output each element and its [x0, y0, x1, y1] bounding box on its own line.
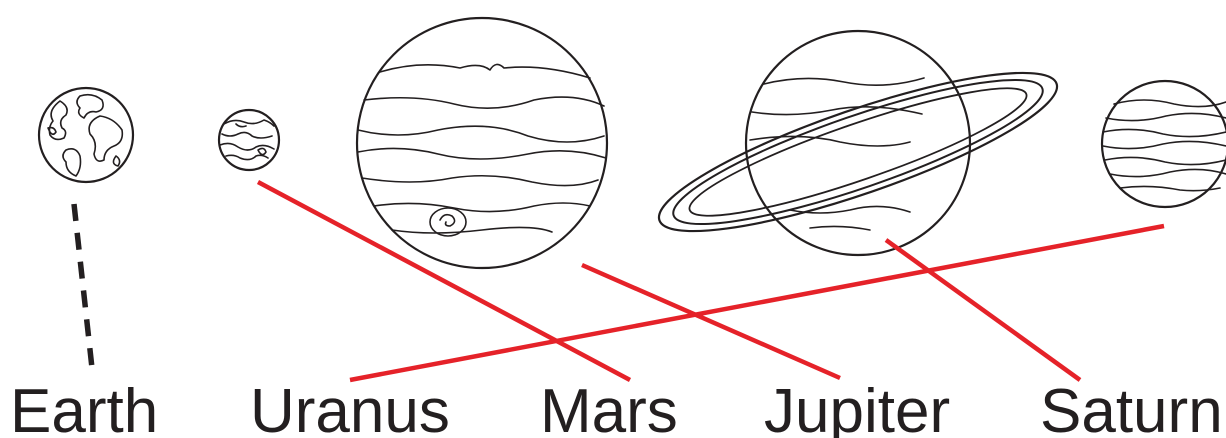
label-jupiter: Jupiter [764, 377, 950, 438]
label-earth: Earth [10, 377, 158, 438]
earth-dashed-connector [74, 204, 92, 368]
label-uranus: Uranus [250, 377, 450, 438]
jupiter-connector-line [582, 265, 840, 378]
jupiter-icon [357, 18, 607, 268]
uranus-icon [1102, 81, 1226, 207]
earth-icon [39, 88, 133, 182]
saturn-icon [646, 31, 1070, 260]
mars-icon [219, 110, 279, 170]
label-mars: Mars [540, 377, 678, 438]
label-saturn: Saturn [1040, 377, 1223, 438]
